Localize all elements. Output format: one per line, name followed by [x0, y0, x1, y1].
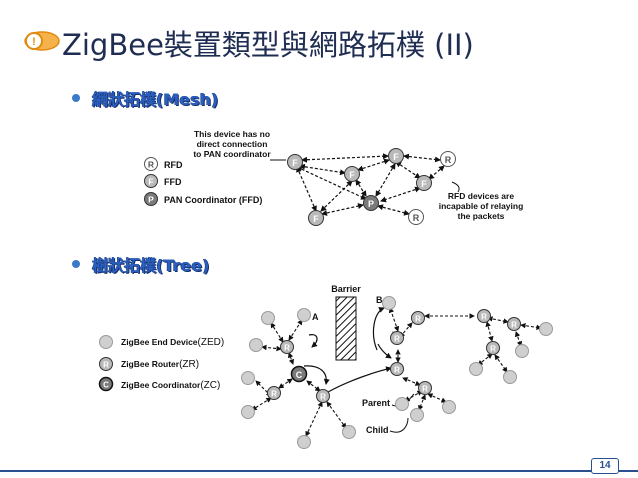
- label-a: A: [312, 312, 319, 322]
- svg-text:R: R: [103, 361, 109, 370]
- mesh-node-f5: F: [308, 210, 324, 226]
- barrier-label: Barrier: [331, 284, 361, 294]
- svg-text:ZigBee Coordinator(ZC): ZigBee Coordinator(ZC): [121, 380, 220, 391]
- svg-text:F: F: [393, 152, 399, 162]
- svg-text:!: !: [32, 36, 36, 48]
- svg-text:the packets: the packets: [458, 211, 505, 221]
- svg-text:R: R: [422, 385, 428, 394]
- svg-text:ZigBee End Device(ZED): ZigBee End Device(ZED): [121, 337, 224, 348]
- mesh-node-f1: F: [287, 154, 303, 170]
- svg-text:R: R: [490, 345, 496, 354]
- svg-text:R: R: [394, 335, 400, 344]
- mesh-node-r1: R: [440, 151, 456, 167]
- svg-text:F: F: [292, 158, 298, 168]
- svg-text:R: R: [271, 390, 277, 399]
- tree-routers: R R R R R R R R R R: [267, 309, 521, 403]
- label-b: B: [376, 295, 383, 305]
- svg-text:ZigBee Router(ZR): ZigBee Router(ZR): [121, 359, 199, 370]
- label-child: Child: [366, 425, 389, 435]
- warning-icon: !: [24, 31, 60, 51]
- footer-bar: [0, 470, 638, 472]
- mesh-legend: R RFD F FFD P PAN Coordinator (FFD): [144, 157, 262, 206]
- mesh-node-f3: F: [344, 166, 360, 182]
- svg-text:direct connection: direct connection: [197, 139, 268, 149]
- svg-text:R: R: [394, 366, 400, 375]
- tree-legend: ZigBee End Device(ZED) R ZigBee Router(Z…: [98, 335, 224, 392]
- label-parent: Parent: [362, 398, 390, 408]
- barrier-block: [335, 296, 357, 361]
- svg-text:R: R: [481, 313, 487, 322]
- svg-text:R: R: [320, 393, 326, 402]
- svg-text:P: P: [368, 199, 374, 209]
- svg-text:R: R: [511, 321, 517, 330]
- svg-text:F: F: [421, 179, 427, 189]
- mesh-node-f4: F: [416, 175, 432, 191]
- svg-text:This device has no: This device has no: [194, 129, 270, 139]
- mesh-note-top: This device has no direct connection to …: [193, 129, 271, 159]
- svg-text:R: R: [445, 155, 452, 165]
- svg-text:R: R: [284, 344, 290, 353]
- bullet-mesh: 網狀拓樸(Mesh): [92, 90, 219, 109]
- legend-symbol-ffd: F: [148, 177, 153, 187]
- tree-coordinator: C: [290, 365, 308, 383]
- svg-text:F: F: [349, 170, 355, 180]
- legend-symbol-rfd: R: [148, 160, 154, 170]
- bullet-tree: 樹狀拓樸(Tree): [92, 256, 210, 275]
- mesh-node-f2: F: [388, 148, 404, 164]
- page-number: 14: [591, 458, 619, 474]
- legend-label-ffd: FFD: [164, 177, 182, 187]
- svg-text:to PAN coordinator: to PAN coordinator: [193, 149, 271, 159]
- bullet-dot: [72, 260, 80, 268]
- svg-text:F: F: [313, 214, 319, 224]
- svg-text:incapable of relaying: incapable of relaying: [439, 201, 524, 211]
- mesh-note-right: RFD devices are incapable of relaying th…: [439, 191, 524, 221]
- svg-text:R: R: [413, 213, 420, 223]
- svg-text:RFD devices are: RFD devices are: [448, 191, 514, 201]
- legend-label-rfd: RFD: [164, 160, 183, 170]
- svg-text:R: R: [415, 315, 421, 324]
- page-title: ZigBee裝置類型與網路拓樸 (II): [62, 28, 474, 62]
- mesh-node-r2: R: [408, 209, 424, 225]
- svg-text:C: C: [296, 370, 303, 380]
- legend-label-pan: PAN Coordinator (FFD): [164, 195, 262, 205]
- mesh-node-p: P: [363, 195, 379, 211]
- svg-text:C: C: [103, 381, 109, 390]
- bullet-dot: [72, 94, 80, 102]
- legend-symbol-pan: P: [148, 195, 154, 205]
